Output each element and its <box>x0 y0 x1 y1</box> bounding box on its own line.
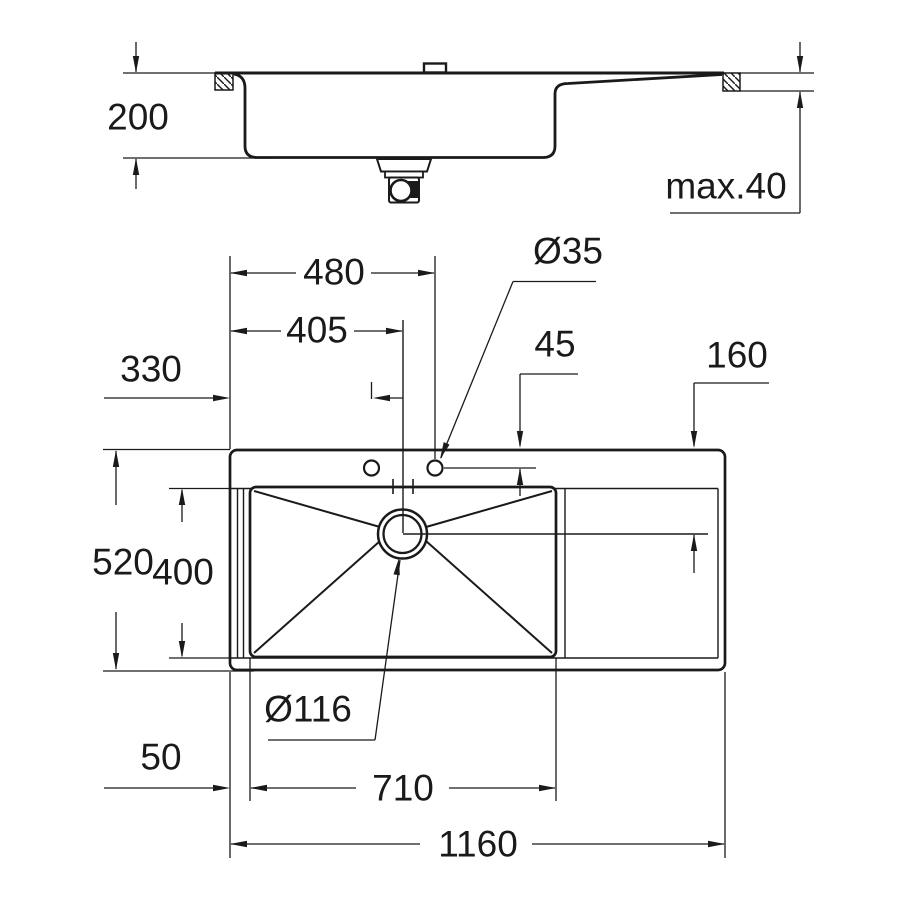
dimension-400 <box>169 487 231 659</box>
dim-520-label: 520 <box>92 541 154 583</box>
tap-hole-right <box>426 459 444 477</box>
dim-160-label: 160 <box>706 334 768 376</box>
plan-view <box>103 256 769 858</box>
dia-35-label: Ø35 <box>533 230 603 272</box>
tap-hole-left <box>362 459 381 477</box>
bowl-diagonals <box>253 490 553 654</box>
dim-710-label: 710 <box>372 767 434 809</box>
dimension-160 <box>690 382 769 573</box>
dimension-330 <box>104 394 403 402</box>
dimension-countertop-max40 <box>670 42 814 214</box>
dim-330-label: 330 <box>120 348 182 390</box>
drain-outlet-circle <box>389 178 413 203</box>
dimension-710 <box>249 658 557 801</box>
dim-45-label: 45 <box>534 323 576 365</box>
leader-dia35 <box>440 280 596 459</box>
bowl-profile <box>233 72 723 159</box>
tap-hole-centerlines <box>370 256 536 469</box>
dim-1160-label: 1160 <box>438 823 518 865</box>
centerlines <box>392 320 708 535</box>
dimension-405 <box>230 327 403 335</box>
dimension-480 <box>230 269 435 277</box>
drain-assembly <box>375 158 433 204</box>
dim-400-label: 400 <box>152 551 214 593</box>
dimension-depth-200 <box>123 42 274 189</box>
dimension-50 <box>104 784 230 792</box>
rim-tab <box>422 62 448 74</box>
dim-480-label: 480 <box>303 251 365 293</box>
dia-116-label: Ø116 <box>264 688 352 730</box>
dimension-520 <box>103 448 254 672</box>
dim-50-label: 50 <box>140 736 182 778</box>
dimension-1160 <box>229 672 726 858</box>
countertop-section-left <box>214 72 234 91</box>
countertop-max40-label: max.40 <box>665 165 787 207</box>
depth-200-label: 200 <box>107 96 169 138</box>
side-view <box>123 42 814 214</box>
countertop-section-right <box>722 72 741 92</box>
dimension-45 <box>516 373 578 496</box>
leader-dia116 <box>268 558 401 741</box>
dim-405-label: 405 <box>286 309 348 351</box>
